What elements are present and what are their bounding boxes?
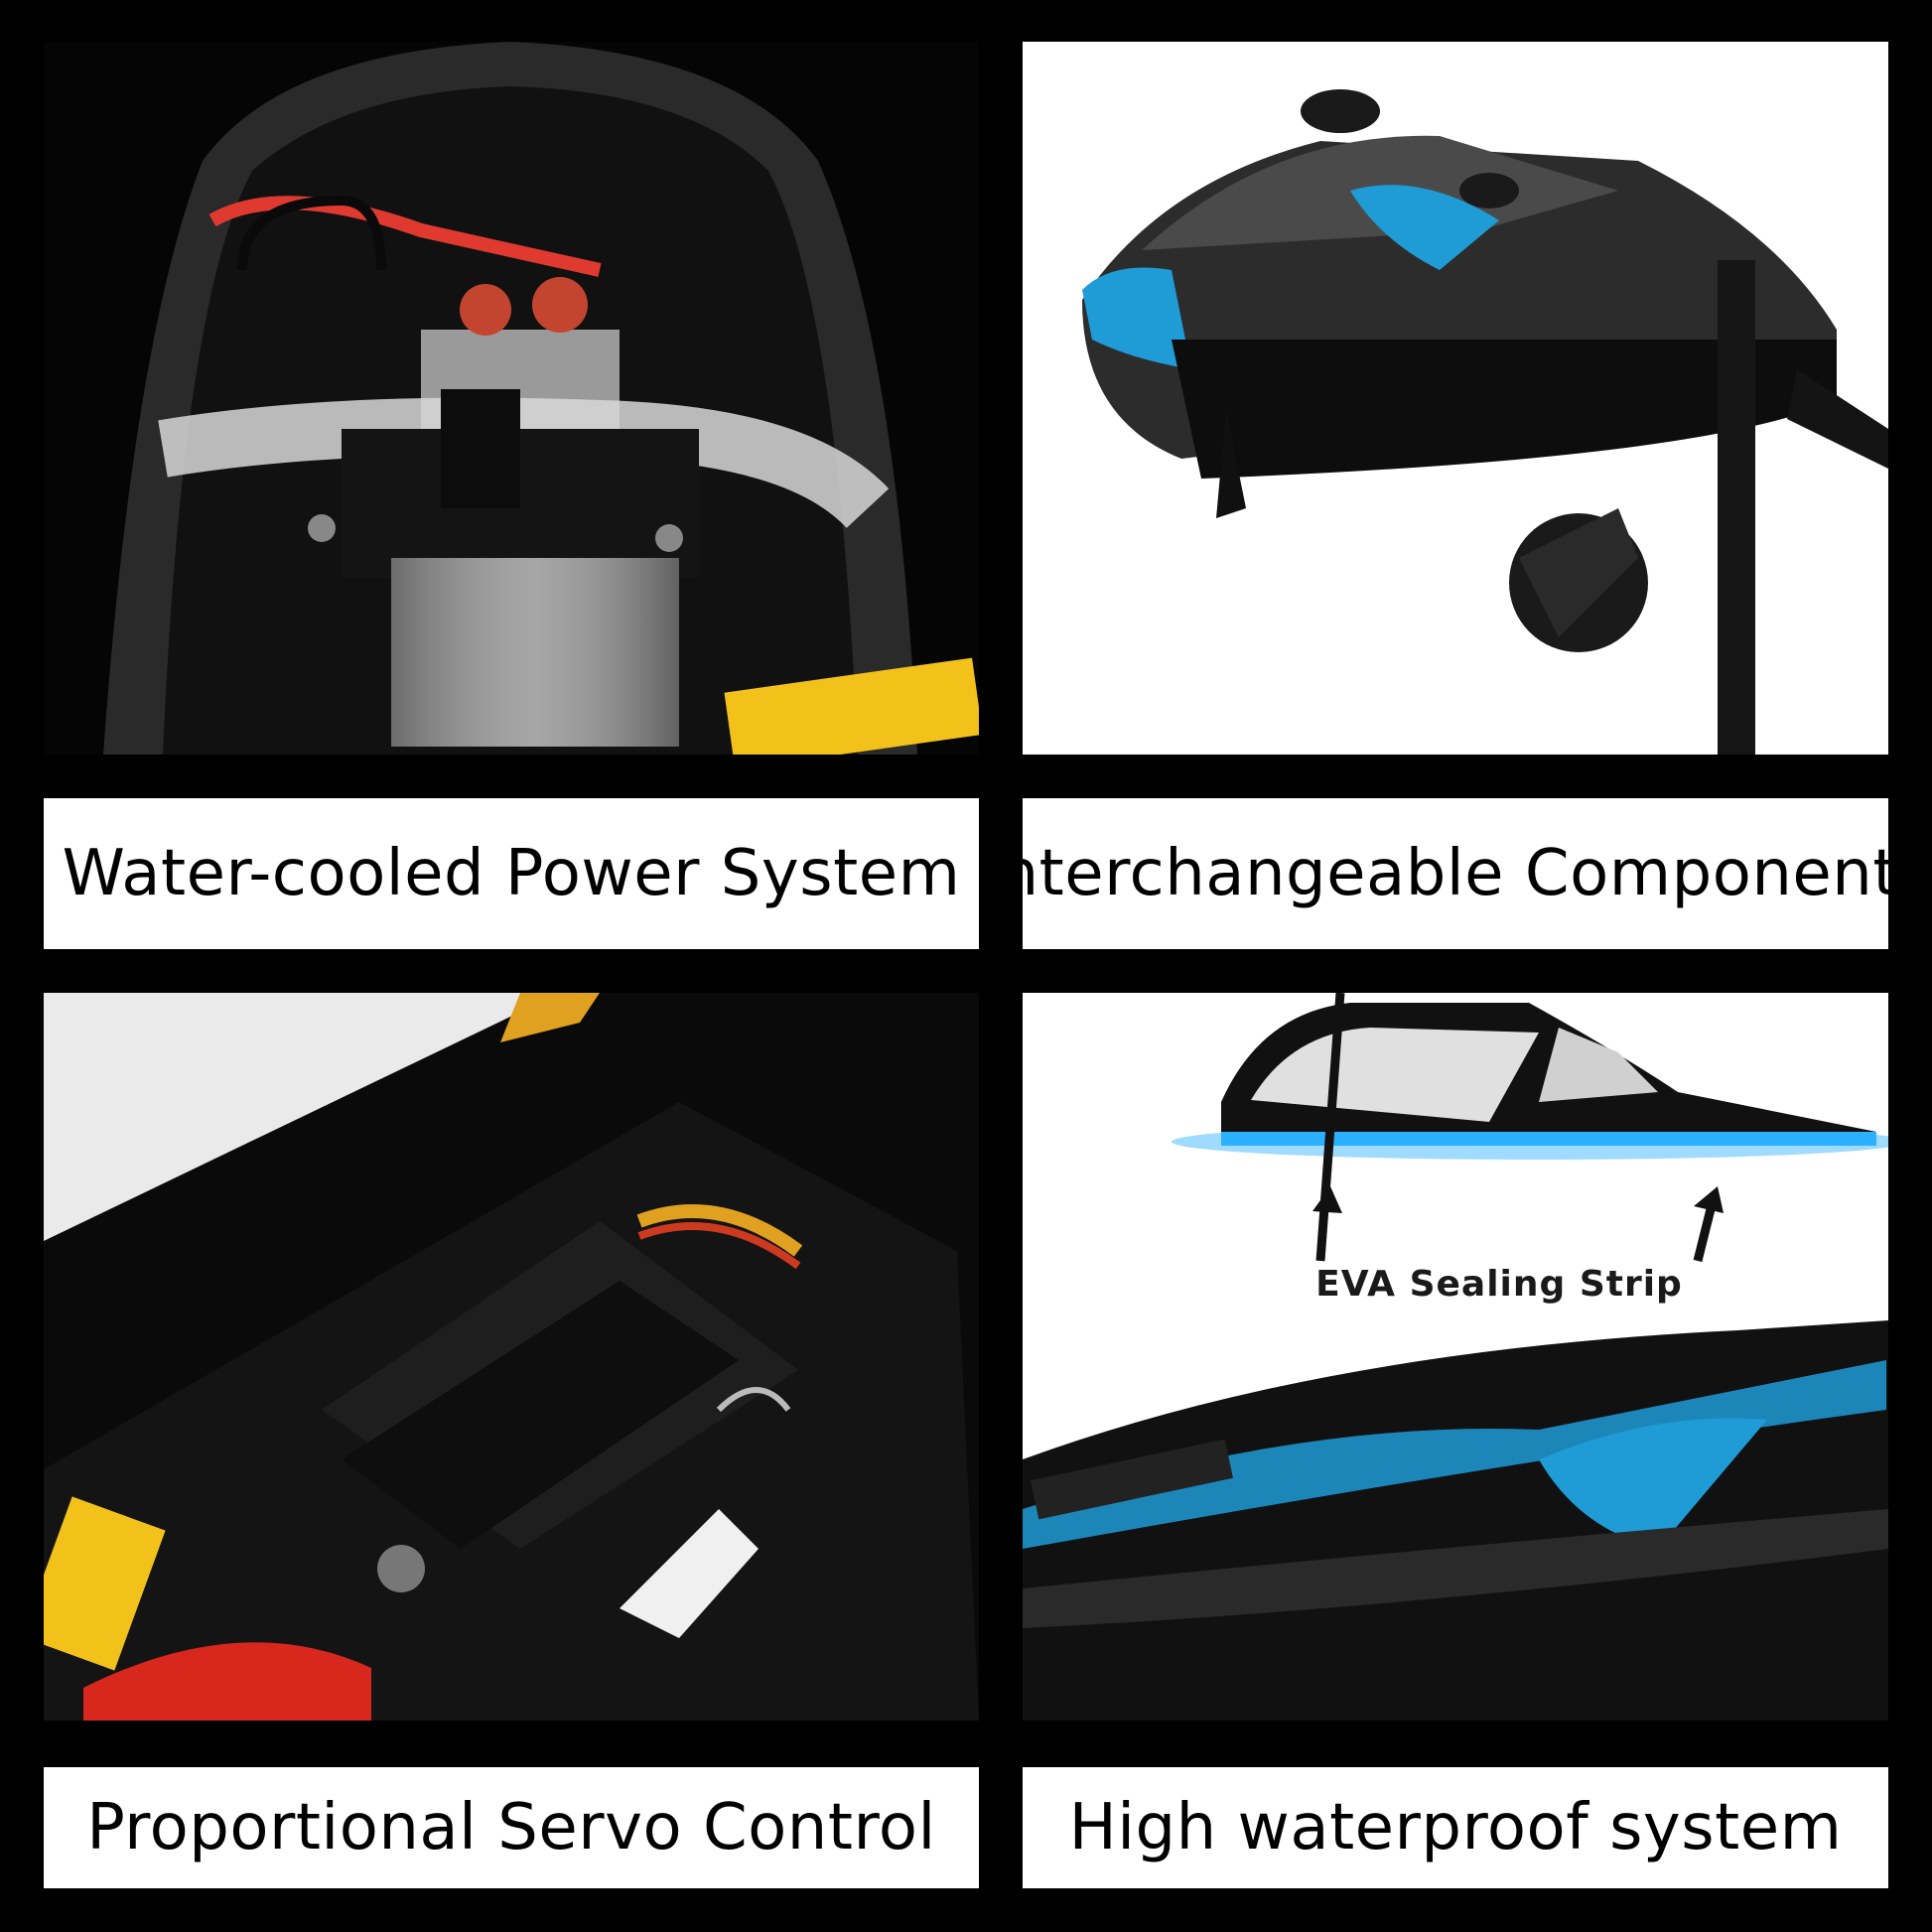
stern-photo — [1023, 42, 1888, 755]
caption-interchangeable: Interchangeable Components — [979, 798, 1931, 949]
hull-photo: EVA Sealing Strip — [1023, 993, 1888, 1721]
caption-text: High waterproof system — [1068, 1791, 1843, 1864]
caption-water-cooled: Water-cooled Power System — [44, 798, 979, 949]
servo-photo — [44, 993, 979, 1721]
callout-eva-strip: EVA Sealing Strip — [1315, 1264, 1683, 1305]
caption-text: Proportional Servo Control — [86, 1791, 936, 1864]
motor-photo — [44, 42, 979, 755]
caption-text: Water-cooled Power System — [62, 837, 961, 910]
caption-text: Interchangeable Components — [979, 837, 1932, 910]
caption-waterproof: High waterproof system — [1023, 1767, 1888, 1888]
caption-servo: Proportional Servo Control — [44, 1767, 979, 1888]
